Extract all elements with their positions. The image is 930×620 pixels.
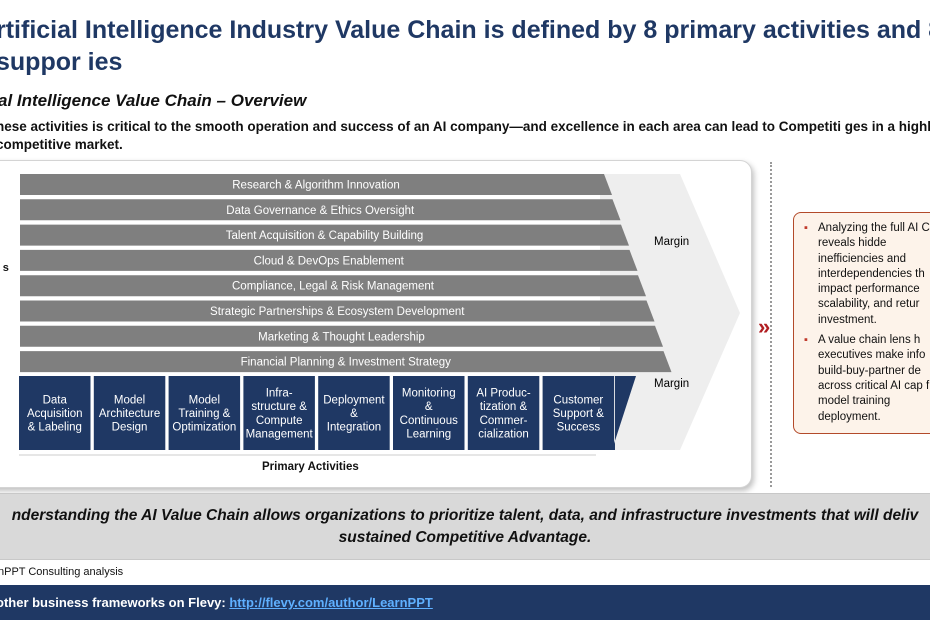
support-activity-label: Talent Acquisition & Capability Building bbox=[226, 230, 424, 242]
footer-text: other business frameworks on Flevy: http… bbox=[0, 595, 433, 610]
support-activity-label: Cloud & DevOps Enablement bbox=[254, 255, 405, 267]
primary-activity-label: & bbox=[425, 401, 433, 413]
primary-activity-box: Deployment & Integration bbox=[318, 376, 390, 450]
flevy-author-link[interactable]: http://flevy.com/author/LearnPPT bbox=[229, 595, 433, 610]
primary-activity-label: tization & bbox=[480, 401, 528, 413]
margin-label: Margin bbox=[654, 378, 689, 390]
support-activity-label: Data Governance & Ethics Oversight bbox=[226, 205, 415, 217]
intro-text: hese activities is critical to the smoot… bbox=[0, 119, 930, 152]
primary-activity-label: Learning bbox=[406, 428, 451, 440]
primary-activity-label: Optimization bbox=[172, 422, 236, 434]
primary-activity-label: Commer- bbox=[480, 415, 528, 427]
primary-activity-label: Acquisition bbox=[27, 408, 83, 420]
double-chevron-right-icon: » bbox=[758, 314, 771, 339]
support-activities-label: t s bbox=[0, 262, 9, 274]
primary-activity-label: Deployment bbox=[323, 394, 385, 406]
primary-activity-label: cialization bbox=[478, 428, 529, 440]
primary-activity-label: Training & bbox=[178, 408, 230, 420]
primary-activities-label: Primary Activities bbox=[262, 461, 359, 473]
support-activity-bar: Financial Planning & Investment Strategy bbox=[20, 351, 672, 373]
margin-arrow bbox=[600, 174, 740, 450]
callout-bullet: A value chain lens h executives make inf… bbox=[804, 333, 930, 425]
primary-activity-label: Design bbox=[112, 422, 148, 434]
primary-activity-label: & Labeling bbox=[28, 422, 82, 434]
primary-activity-label: Model bbox=[114, 394, 145, 406]
support-activity-label: Research & Algorithm Innovation bbox=[232, 180, 399, 192]
conclusion-text: nderstanding the AI Value Chain allows o… bbox=[11, 507, 919, 546]
primary-activity-label: Model bbox=[189, 394, 220, 406]
support-activity-bar: Cloud & DevOps Enablement bbox=[20, 249, 638, 271]
primary-activity-label: Support & bbox=[553, 408, 604, 420]
page-subtitle: al Intelligence Value Chain – Overview bbox=[0, 91, 307, 110]
support-activity-label: Financial Planning & Investment Strategy bbox=[241, 357, 452, 369]
support-activity-bar: Marketing & Thought Leadership bbox=[20, 325, 663, 347]
primary-activity-label: Data bbox=[43, 394, 68, 406]
support-activity-bar: Strategic Partnerships & Ecosystem Devel… bbox=[20, 300, 655, 322]
primary-activity-label: Success bbox=[557, 422, 601, 434]
insight-callout: Analyzing the full AI Chain reveals hidd… bbox=[793, 212, 930, 434]
page-title: rtificial Intelligence Industry Value Ch… bbox=[0, 16, 930, 76]
primary-activity-label: Architecture bbox=[99, 408, 160, 420]
primary-arrow-tip bbox=[612, 376, 636, 450]
primary-activity-label: Customer bbox=[553, 394, 603, 406]
primary-activity-label: Monitoring bbox=[402, 388, 456, 400]
primary-activity-label: Continuous bbox=[400, 415, 458, 427]
support-activity-bar: Data Governance & Ethics Oversight bbox=[20, 199, 621, 221]
footer-prefix: other business frameworks on Flevy: bbox=[0, 595, 230, 610]
primary-activity-label: Infra- bbox=[266, 388, 293, 400]
support-activity-bar: Research & Algorithm Innovation bbox=[20, 174, 612, 195]
primary-activity-box: AI Produc-tization & Commer-cialization bbox=[467, 376, 540, 450]
support-activity-bar: Talent Acquisition & Capability Building bbox=[20, 224, 629, 246]
margin-label: Margin bbox=[654, 236, 689, 248]
primary-activity-label: AI Produc- bbox=[476, 388, 530, 400]
primary-activity-label: Compute bbox=[256, 415, 303, 427]
conclusion-banner bbox=[0, 493, 930, 560]
divider-line bbox=[770, 162, 772, 487]
source-note: nPPT Consulting analysis bbox=[0, 566, 124, 578]
primary-activity-label: structure & bbox=[251, 401, 307, 413]
primary-activity-label: & bbox=[350, 408, 358, 420]
footer-bar bbox=[0, 585, 930, 620]
primary-activity-label: Management bbox=[246, 428, 314, 440]
primary-activity-label: Integration bbox=[327, 422, 381, 434]
support-activity-label: Strategic Partnerships & Ecosystem Devel… bbox=[210, 306, 465, 318]
support-activity-label: Compliance, Legal & Risk Management bbox=[232, 281, 435, 293]
callout-bullet: Analyzing the full AI Chain reveals hidd… bbox=[804, 221, 930, 328]
support-activity-label: Marketing & Thought Leadership bbox=[258, 331, 425, 343]
support-activity-bar: Compliance, Legal & Risk Management bbox=[20, 275, 646, 297]
